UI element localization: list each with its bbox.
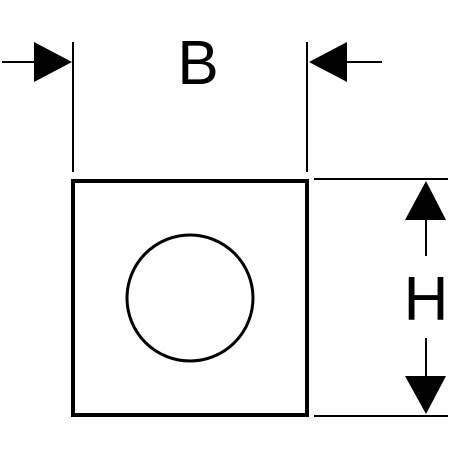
height-arrow-top-icon	[405, 181, 446, 220]
plate-outline	[71, 179, 309, 417]
width-label: B	[177, 29, 218, 98]
width-arrow-left-icon	[34, 42, 72, 82]
width-arrow-right-icon	[309, 42, 347, 82]
height-label: H	[404, 265, 449, 334]
button-circle	[125, 233, 255, 363]
height-arrow-bottom-icon	[405, 376, 446, 414]
